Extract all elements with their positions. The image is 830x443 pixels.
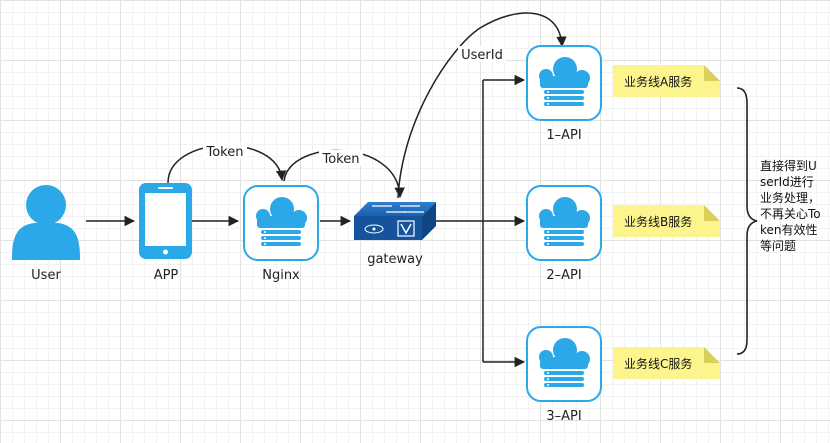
nginx-label: Nginx — [262, 268, 300, 283]
api1-cloud-server-icon — [526, 45, 602, 121]
token-label-2: Token — [322, 152, 360, 167]
api3-label: 3–API — [546, 409, 581, 424]
mobile-phone-icon — [139, 183, 192, 259]
userid-label: UserId — [461, 48, 503, 63]
note-c: 业务线C服务 — [613, 347, 720, 379]
api3-cloud-server-icon — [526, 326, 602, 402]
token-label-bg-2 — [319, 150, 363, 166]
api2-label: 2–API — [546, 268, 581, 283]
api1-label: 1–API — [546, 128, 581, 143]
gateway-label: gateway — [367, 252, 423, 267]
curly-brace — [736, 87, 758, 355]
note-c-text: 业务线C服务 — [624, 356, 692, 371]
api2-cloud-server-icon — [526, 185, 602, 261]
userid-curve-gateway-api1 — [397, 12, 567, 199]
note-b: 业务线B服务 — [613, 205, 720, 237]
note-a: 业务线A服务 — [613, 65, 720, 97]
note-b-text: 业务线B服务 — [624, 214, 692, 229]
app-label: APP — [154, 268, 179, 283]
token-label-1: Token — [206, 145, 244, 160]
user-label: User — [31, 268, 61, 283]
note-a-text: 业务线A服务 — [624, 74, 692, 89]
user-icon — [12, 185, 80, 260]
token-label-bg-1 — [203, 143, 247, 159]
brace-annotation: 直接得到UserId进行业务处理，不再关心Token有效性等问题 — [760, 159, 821, 253]
userid-label-bg — [458, 46, 506, 62]
nginx-cloud-server-icon — [243, 185, 319, 261]
gateway-switch-icon — [354, 202, 436, 240]
